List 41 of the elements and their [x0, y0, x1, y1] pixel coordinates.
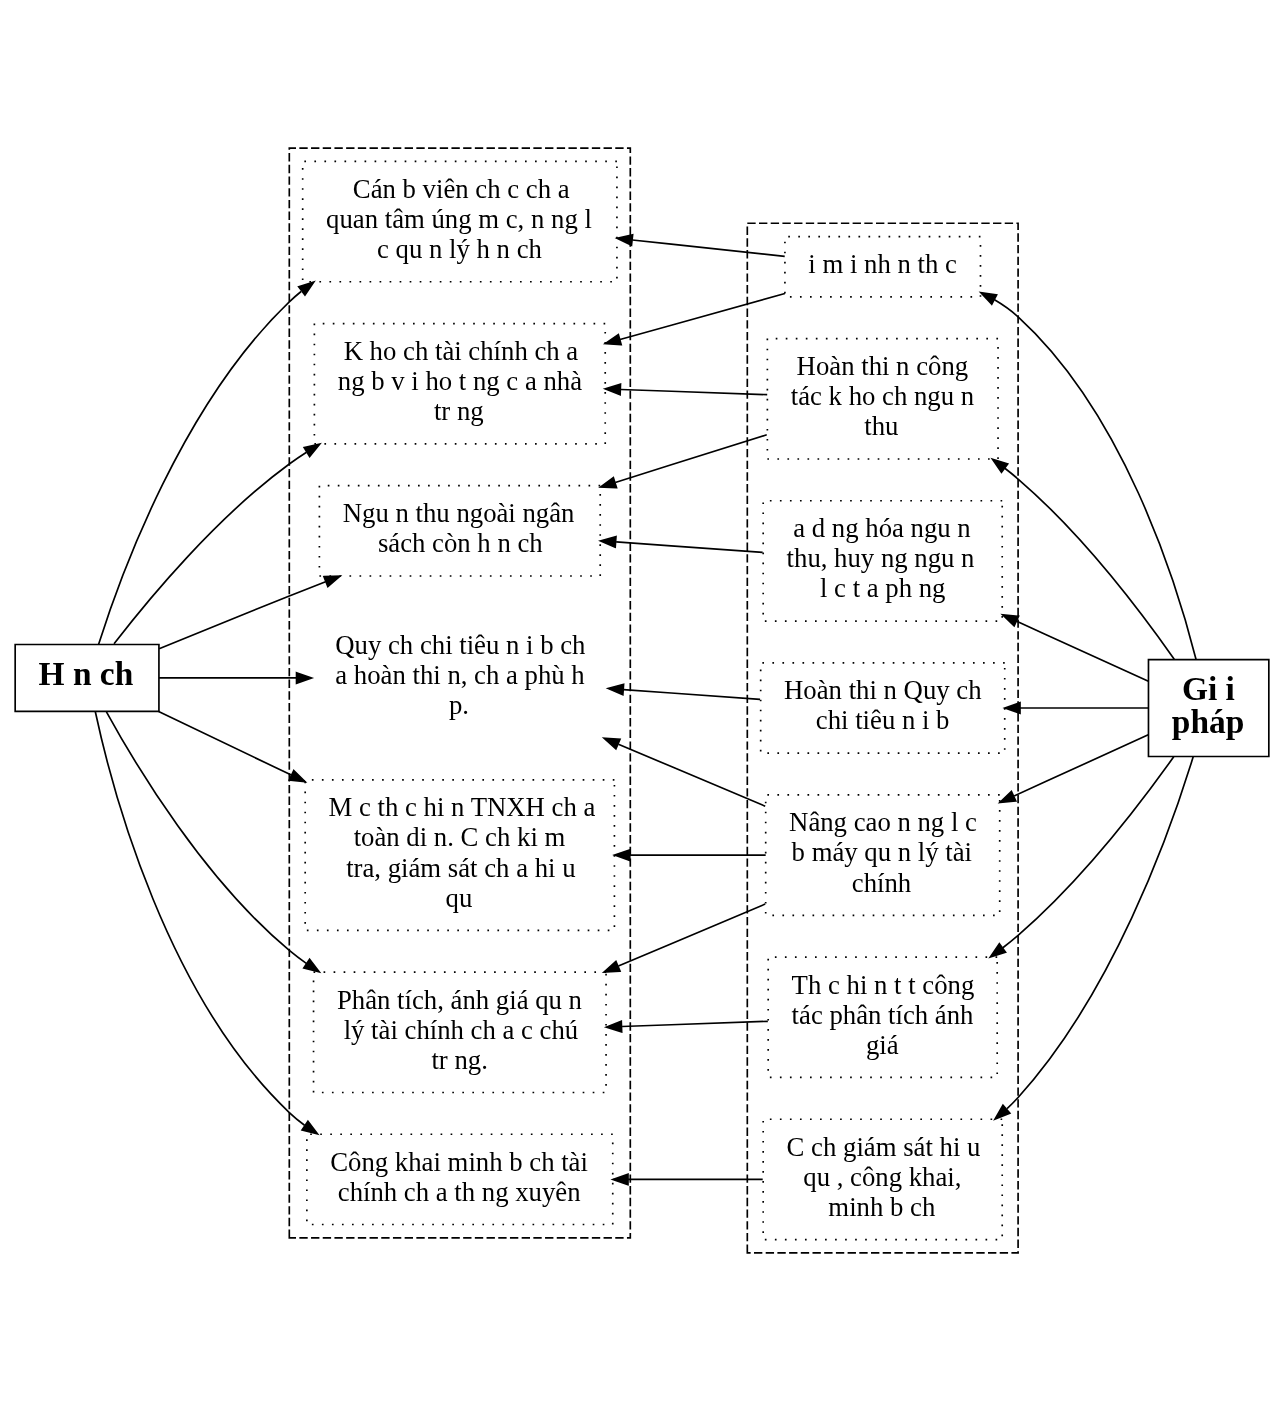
- node-box: Nâng cao n ng l c b máy qu n lý tài chính: [764, 794, 1001, 917]
- arrow: [610, 1172, 764, 1186]
- arrow: [94, 710, 320, 1136]
- arrow: [605, 683, 761, 701]
- node-box: Gi i pháp: [1147, 658, 1270, 758]
- arrow: [97, 280, 316, 646]
- node-text: Quy ch chi tiêu n i b ch a hoàn thi n, ch a phù h p.: [335, 630, 586, 721]
- node-box: C ch giám sát hi u qu , công khai, minh b ch: [762, 1118, 1004, 1241]
- node-box: Công khai minh b ch tài chính ch a th ng xuyên: [306, 1133, 614, 1226]
- node-box: K ho ch tài chính ch a ng b v i ho t ng c a nhà tr ng: [313, 322, 607, 445]
- arrow: [105, 710, 322, 974]
- arrow: [603, 1020, 769, 1033]
- arrow: [158, 575, 343, 650]
- arrow: [993, 756, 1195, 1121]
- node-box: Hoàn thi n Quy ch chi tiêu n i b: [759, 662, 1006, 754]
- arrow: [602, 383, 769, 396]
- arrow: [614, 233, 786, 258]
- arrow: [612, 848, 767, 862]
- arrow: [990, 457, 1176, 660]
- arrow: [997, 733, 1150, 804]
- arrow: [158, 671, 315, 685]
- arrow: [1000, 613, 1150, 683]
- node-box: H n ch: [14, 643, 160, 713]
- arrow: [601, 737, 767, 808]
- node-box: Cán b viên ch c ch a quan tâm úng m c, n ng l c qu n lý h n ch: [301, 160, 618, 283]
- arrow: [978, 291, 1197, 661]
- arrow: [113, 442, 322, 645]
- arrow: [598, 433, 768, 489]
- node-box: Hoàn thi n công tác k ho ch ngu n thu: [766, 337, 999, 460]
- node-box: Ngu n thu ngoài ngân sách còn h n ch: [318, 484, 602, 577]
- node-box: M c th c hi n TNXH ch a toàn di n. C ch ki m tra, giám sát ch a hi u qu: [304, 779, 616, 932]
- arrow: [1002, 701, 1150, 715]
- node-box: a d ng hóa ngu n thu, huy ng ngu n l c t a ph ng: [762, 499, 1004, 622]
- arrow: [601, 903, 767, 974]
- arrow: [598, 535, 764, 554]
- arrow: [157, 710, 308, 783]
- arrow: [602, 292, 786, 346]
- node-box: Phân tích, ánh giá qu n lý tài chính ch a c chú tr ng.: [312, 971, 607, 1094]
- node-box: i m i nh n th c: [784, 235, 982, 298]
- node-box: Th c hi n t t công tác phân tích ánh giá: [767, 956, 999, 1079]
- arrow: [988, 755, 1175, 959]
